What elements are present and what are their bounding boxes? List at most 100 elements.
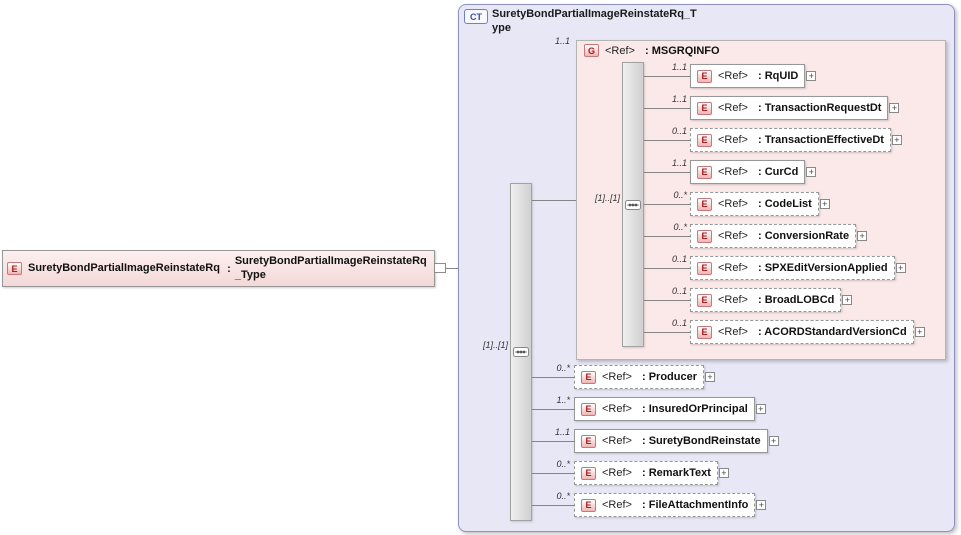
expand-button[interactable]: + [768, 436, 779, 446]
element-name: : InsuredOrPrincipal [642, 403, 748, 415]
element-name: : CodeList [758, 198, 812, 210]
sequence-icon[interactable] [625, 199, 641, 211]
cardinality-label: 0..* [673, 222, 687, 232]
element-name: : Producer [642, 371, 698, 383]
expand-button[interactable]: + [819, 199, 830, 209]
element-icon: E [697, 293, 712, 307]
element-icon: E [581, 498, 596, 512]
ref-label: <Ref> [602, 371, 632, 383]
ref-label: <Ref> [718, 70, 748, 82]
element-name: : ConversionRate [758, 230, 850, 242]
element-icon: E [697, 165, 712, 179]
element-box-spxeditversionapplied[interactable]: E <Ref> : SPXEditVersionApplied + [690, 256, 906, 280]
ref-label: <Ref> [602, 435, 632, 447]
cardinality-label: 0..* [556, 459, 570, 469]
cardinality-label: 1..* [556, 395, 570, 405]
connector-line [644, 204, 690, 205]
cardinality-label: 1..1 [671, 158, 687, 168]
element-box-producer[interactable]: E <Ref> : Producer + [574, 365, 716, 389]
cardinality-label: 0..1 [671, 254, 687, 264]
complex-type-title: SuretyBondPartialImageReinstateRq_Type [492, 8, 697, 34]
ref-label: <Ref> [718, 294, 748, 306]
element-icon: E [7, 262, 22, 275]
element-box-fileattachmentinfo[interactable]: E <Ref> : FileAttachmentInfo + [574, 493, 767, 517]
group-icon: G [584, 44, 599, 57]
expand-button[interactable]: + [857, 231, 868, 241]
ref-label: <Ref> [718, 198, 748, 210]
element-name: : RemarkText [642, 467, 711, 479]
connector-line [532, 377, 574, 378]
element-box-insuredorprincipal[interactable]: E <Ref> : InsuredOrPrincipal + [574, 397, 766, 421]
element-box-rquid[interactable]: E <Ref> : RqUID + [690, 64, 817, 88]
element-icon: E [581, 466, 596, 480]
sequence-icon[interactable] [513, 346, 529, 358]
expand-button[interactable]: + [806, 71, 817, 81]
element-name: : FileAttachmentInfo [642, 499, 749, 511]
expand-button[interactable]: + [914, 327, 925, 337]
cardinality-label: 1..1 [554, 427, 570, 437]
ref-label: <Ref> [718, 326, 748, 338]
element-icon: E [697, 229, 712, 243]
cardinality-label: 1..1 [554, 36, 570, 46]
cardinality-label: 1..1 [671, 94, 687, 104]
group-name: : MSGRQINFO [645, 44, 720, 57]
connector-line [644, 268, 690, 269]
element-icon: E [581, 370, 596, 384]
connector-line [532, 200, 576, 201]
cardinality-label: 1..1 [671, 62, 687, 72]
root-element-type: SuretyBondPartialImageReinstateRq_Type [234, 254, 427, 281]
ref-label: <Ref> [602, 499, 632, 511]
element-icon: E [697, 197, 712, 211]
connector-line [644, 140, 690, 141]
complex-type-icon: CT [464, 9, 488, 24]
element-name: : SPXEditVersionApplied [758, 262, 888, 274]
element-icon: E [697, 261, 712, 275]
element-icon: E [697, 69, 712, 83]
ref-label: <Ref> [718, 134, 748, 146]
cardinality-label: 0..1 [671, 318, 687, 328]
connector-line [532, 441, 574, 442]
connector-line [644, 108, 690, 109]
element-name: : BroadLOBCd [758, 294, 835, 306]
connector-line [532, 473, 574, 474]
element-box-codelist[interactable]: E <Ref> : CodeList + [690, 192, 830, 216]
element-name: : ACORDStandardVersionCd [758, 326, 907, 338]
expand-button[interactable]: + [891, 135, 902, 145]
root-element-box[interactable]: E SuretyBondPartialImageReinstateRq : Su… [2, 250, 435, 287]
type-reference-handle[interactable] [434, 263, 446, 273]
element-box-acordstandardversioncd[interactable]: E <Ref> : ACORDStandardVersionCd + [690, 320, 925, 344]
expand-button[interactable]: + [718, 468, 729, 478]
expand-button[interactable]: + [756, 500, 767, 510]
element-box-transactionrequestdt[interactable]: E <Ref> : TransactionRequestDt + [690, 96, 900, 120]
element-box-conversionrate[interactable]: E <Ref> : ConversionRate + [690, 224, 868, 248]
ref-label: <Ref> [602, 467, 632, 479]
element-box-remarktext[interactable]: E <Ref> : RemarkText + [574, 461, 729, 485]
element-icon: E [581, 402, 596, 416]
ref-label: <Ref> [718, 102, 748, 114]
connector-line [644, 236, 690, 237]
expand-button[interactable]: + [755, 404, 766, 414]
element-box-transactioneffectivedt[interactable]: E <Ref> : TransactionEffectiveDt + [690, 128, 902, 152]
element-icon: E [697, 101, 712, 115]
cardinality-label: 0..* [556, 491, 570, 501]
element-name: : CurCd [758, 166, 799, 178]
element-box-suretybondreinstate[interactable]: E <Ref> : SuretyBondReinstate + [574, 429, 779, 453]
element-box-curcd[interactable]: E <Ref> : CurCd + [690, 160, 817, 184]
ref-label: <Ref> [605, 44, 635, 57]
expand-button[interactable]: + [889, 103, 900, 113]
connector-line [644, 300, 690, 301]
element-box-broadlobcd[interactable]: E <Ref> : BroadLOBCd + [690, 288, 853, 312]
occurrence-label: [1]..[1] [482, 340, 508, 350]
occurrence-label: [1]..[1] [594, 193, 620, 203]
element-name: : RqUID [758, 70, 799, 82]
expand-button[interactable]: + [895, 263, 906, 273]
connector-line [644, 76, 690, 77]
cardinality-label: 0..1 [671, 126, 687, 136]
expand-button[interactable]: + [842, 295, 853, 305]
cardinality-label: 0..* [673, 190, 687, 200]
root-element-name: SuretyBondPartialImageReinstateRq [28, 261, 220, 274]
group-header: G <Ref> : MSGRQINFO [584, 44, 720, 57]
expand-button[interactable]: + [806, 167, 817, 177]
expand-button[interactable]: + [705, 372, 716, 382]
